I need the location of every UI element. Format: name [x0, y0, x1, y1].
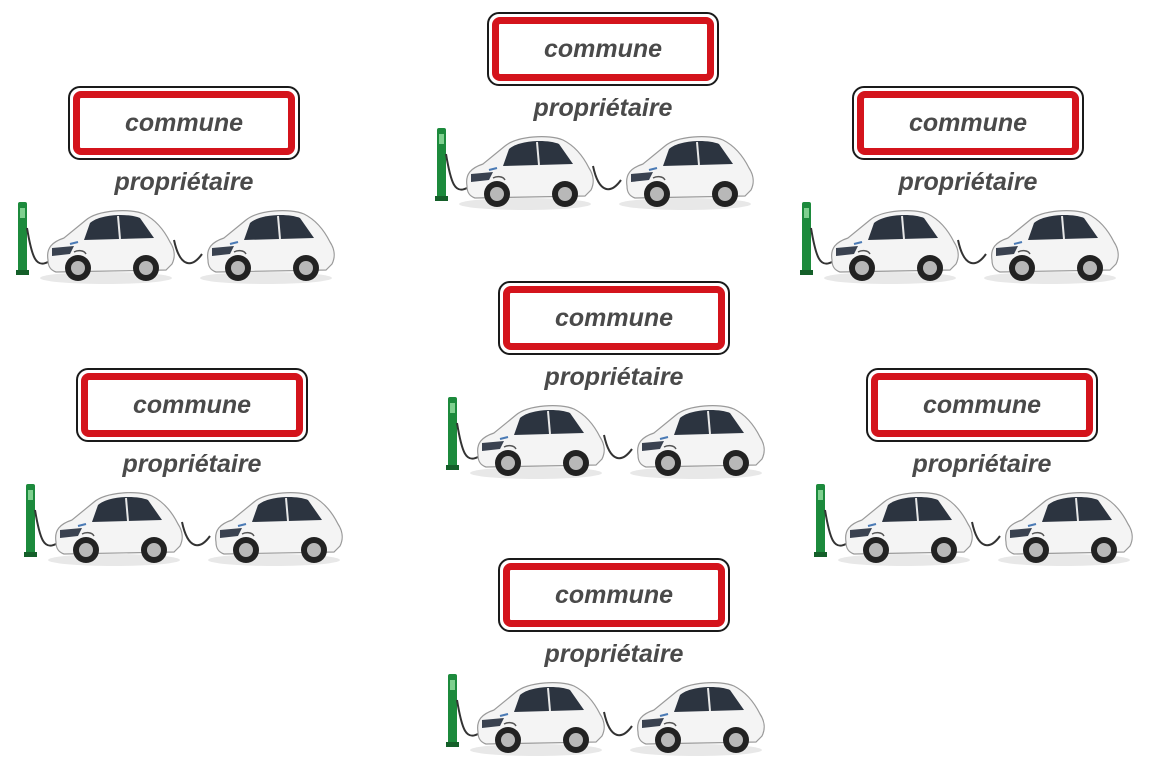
charging-cable-icon: [592, 165, 622, 191]
electric-car-icon: [984, 210, 1119, 284]
charging-scene: [444, 393, 784, 483]
charging-station-icon: [16, 202, 29, 275]
commune-sign: commune: [68, 86, 300, 160]
electric-car-icon: [838, 492, 973, 566]
commune-sign: commune: [487, 12, 719, 86]
group-middle-center: commune propriétaire: [444, 281, 784, 481]
owner-label: propriétaire: [122, 450, 262, 478]
commune-sign: commune: [498, 558, 730, 632]
commune-sign-label: commune: [81, 373, 303, 437]
group-top-center: commune propriétaire: [433, 12, 773, 212]
charging-cable-icon: [971, 521, 1001, 547]
commune-sign: commune: [866, 368, 1098, 442]
commune-sign-label: commune: [73, 91, 295, 155]
charging-cable-icon: [456, 699, 479, 737]
charging-cable-icon: [824, 509, 847, 547]
charging-cable-icon: [456, 422, 479, 460]
owner-label: propriétaire: [114, 168, 254, 196]
electric-car-icon: [48, 492, 183, 566]
commune-sign-label: commune: [871, 373, 1093, 437]
electric-car-icon: [630, 682, 765, 756]
electric-car-icon: [40, 210, 175, 284]
charging-cable-icon: [445, 153, 468, 191]
group-middle-right: commune propriétaire: [812, 368, 1152, 568]
group-middle-left: commune propriétaire: [22, 368, 362, 568]
electric-car-icon: [630, 405, 765, 479]
group-bottom-center: commune propriétaire: [444, 558, 784, 758]
charging-cable-icon: [26, 227, 49, 265]
group-top-right: commune propriétaire: [798, 86, 1138, 286]
charging-scene: [433, 124, 773, 214]
owner-label: propriétaire: [898, 168, 1038, 196]
group-top-left: commune propriétaire: [14, 86, 354, 286]
charging-cable-icon: [173, 239, 203, 265]
charging-scene: [812, 480, 1152, 570]
charging-scene: [22, 480, 362, 570]
owner-label: propriétaire: [912, 450, 1052, 478]
electric-car-icon: [200, 210, 335, 284]
charging-cable-icon: [810, 227, 833, 265]
electric-car-icon: [998, 492, 1133, 566]
charging-station-icon: [814, 484, 827, 557]
charging-station-icon: [435, 128, 448, 201]
charging-station-icon: [446, 397, 459, 470]
commune-sign-label: commune: [857, 91, 1079, 155]
electric-car-icon: [208, 492, 343, 566]
electric-car-icon: [459, 136, 594, 210]
commune-sign-label: commune: [492, 17, 714, 81]
electric-car-icon: [619, 136, 754, 210]
charging-cable-icon: [181, 521, 211, 547]
electric-car-icon: [470, 682, 605, 756]
owner-label: propriétaire: [544, 363, 684, 391]
charging-cable-icon: [34, 509, 57, 547]
charging-station-icon: [24, 484, 37, 557]
owner-label: propriétaire: [533, 94, 673, 122]
commune-sign-label: commune: [503, 286, 725, 350]
electric-car-icon: [470, 405, 605, 479]
commune-sign: commune: [498, 281, 730, 355]
charging-scene: [798, 198, 1138, 288]
charging-station-icon: [446, 674, 459, 747]
charging-cable-icon: [957, 239, 987, 265]
charging-scene: [444, 670, 784, 760]
charging-cable-icon: [603, 711, 633, 737]
charging-station-icon: [800, 202, 813, 275]
commune-sign: commune: [76, 368, 308, 442]
charging-scene: [14, 198, 354, 288]
commune-sign-label: commune: [503, 563, 725, 627]
electric-car-icon: [824, 210, 959, 284]
commune-sign: commune: [852, 86, 1084, 160]
charging-cable-icon: [603, 434, 633, 460]
owner-label: propriétaire: [544, 640, 684, 668]
